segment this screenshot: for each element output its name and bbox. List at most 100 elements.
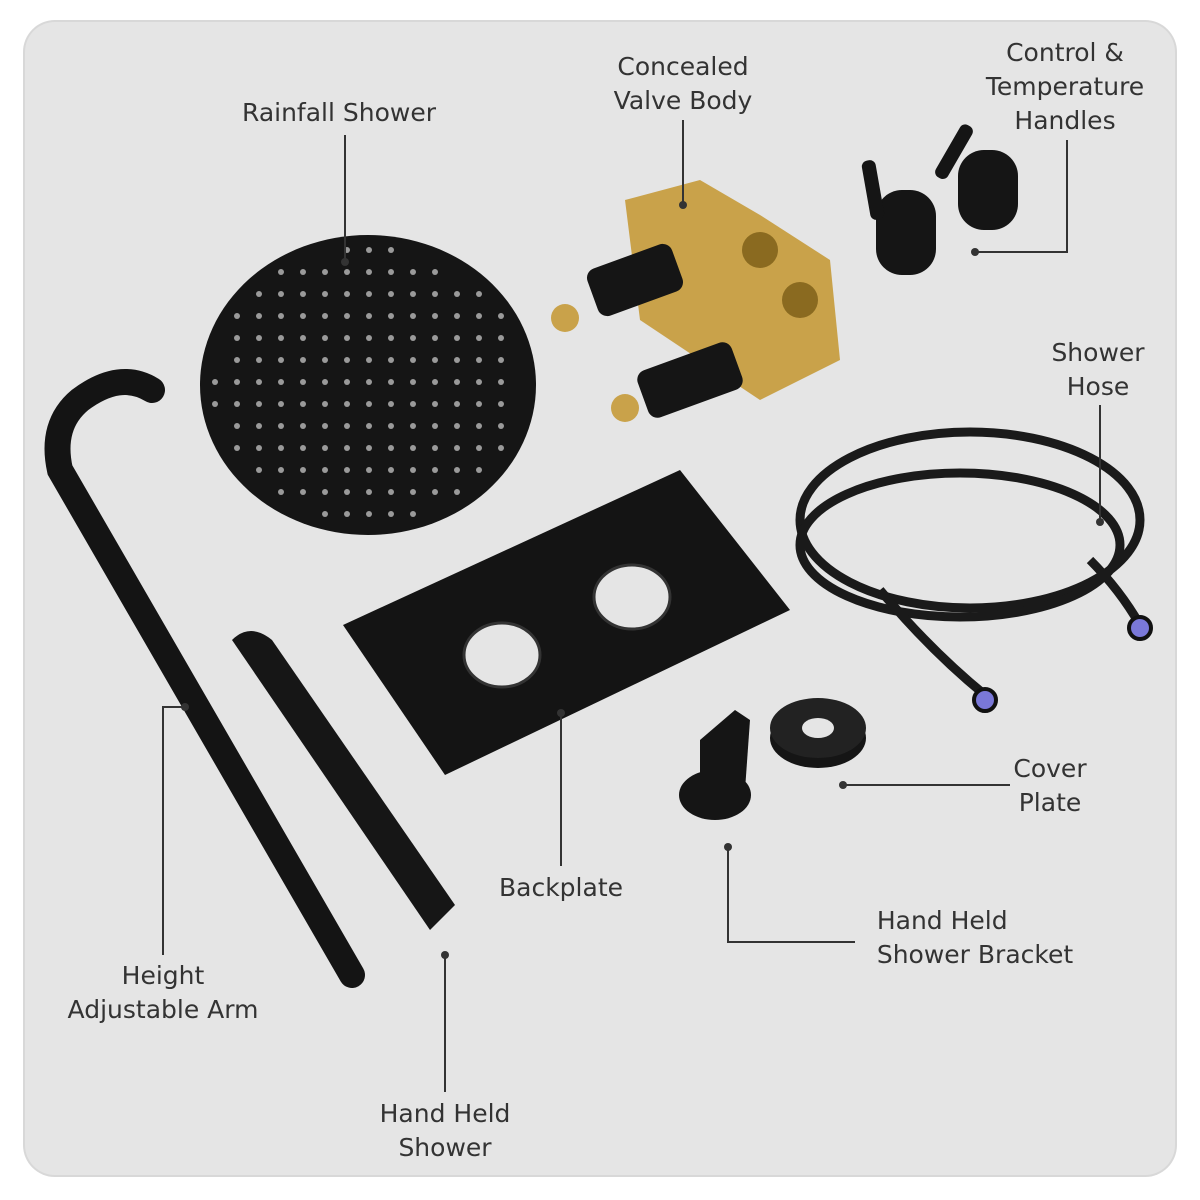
nozzle-dot: [366, 291, 372, 297]
nozzle-dot: [322, 401, 328, 407]
concealed-valve-body: [551, 180, 840, 422]
nozzle-dot: [410, 401, 416, 407]
nozzle-dot: [278, 335, 284, 341]
nozzle-dot: [366, 247, 372, 253]
nozzle-dot: [366, 401, 372, 407]
nozzle-dot: [454, 423, 460, 429]
nozzle-dot: [322, 423, 328, 429]
nozzle-dot: [388, 467, 394, 473]
shower-hose: [795, 427, 1153, 713]
nozzle-dot: [388, 269, 394, 275]
nozzle-dot: [278, 445, 284, 451]
nozzle-dot: [344, 379, 350, 385]
nozzle-dot: [498, 313, 504, 319]
nozzle-dot: [234, 379, 240, 385]
nozzle-dot: [278, 291, 284, 297]
nozzle-dot: [322, 269, 328, 275]
nozzle-dot: [498, 423, 504, 429]
nozzle-dot: [388, 335, 394, 341]
nozzle-dot: [278, 401, 284, 407]
nozzle-dot: [454, 445, 460, 451]
nozzle-dot: [366, 511, 372, 517]
nozzle-dot: [498, 335, 504, 341]
nozzle-dot: [366, 313, 372, 319]
nozzle-dot: [344, 511, 350, 517]
label-rainfall-shower: Rainfall Shower: [241, 98, 437, 127]
nozzle-dot: [300, 401, 306, 407]
nozzle-dot: [344, 489, 350, 495]
nozzle-dot: [300, 335, 306, 341]
nozzle-dot: [366, 269, 372, 275]
nozzle-dot: [498, 379, 504, 385]
nozzle-dot: [388, 357, 394, 363]
nozzle-dot: [454, 291, 460, 297]
nozzle-dot: [410, 445, 416, 451]
nozzle-dot: [278, 313, 284, 319]
nozzle-dot: [432, 423, 438, 429]
nozzle-dot: [410, 335, 416, 341]
nozzle-dot: [410, 357, 416, 363]
hand-held-shower: [232, 631, 455, 930]
nozzle-dot: [256, 313, 262, 319]
nozzle-dot: [432, 467, 438, 473]
nozzle-dot: [256, 357, 262, 363]
nozzle-dot: [388, 423, 394, 429]
nozzle-dot: [454, 467, 460, 473]
nozzle-dot: [388, 489, 394, 495]
nozzle-dot: [300, 269, 306, 275]
nozzle-dot: [454, 379, 460, 385]
nozzle-dot: [256, 445, 262, 451]
nozzle-dot: [432, 335, 438, 341]
nozzle-dot: [366, 357, 372, 363]
nozzle-dot: [212, 379, 218, 385]
nozzle-dot: [366, 489, 372, 495]
nozzle-dot: [344, 423, 350, 429]
nozzle-dot: [300, 445, 306, 451]
nozzle-dot: [454, 401, 460, 407]
nozzle-dot: [278, 379, 284, 385]
nozzle-dot: [234, 357, 240, 363]
nozzle-dot: [344, 313, 350, 319]
label-backplate: Backplate: [498, 873, 624, 902]
nozzle-dot: [476, 423, 482, 429]
nozzle-dot: [322, 511, 328, 517]
nozzle-dot: [300, 313, 306, 319]
height-adjustable-arm: [44, 369, 365, 988]
nozzle-dot: [256, 291, 262, 297]
nozzle-dot: [234, 335, 240, 341]
nozzle-dot: [432, 379, 438, 385]
nozzle-dot: [410, 511, 416, 517]
nozzle-dot: [278, 269, 284, 275]
nozzle-dot: [344, 467, 350, 473]
nozzle-dot: [344, 269, 350, 275]
nozzle-dot: [322, 357, 328, 363]
nozzle-dot: [388, 379, 394, 385]
nozzle-dot: [278, 489, 284, 495]
nozzle-dot: [278, 467, 284, 473]
nozzle-dot: [344, 401, 350, 407]
backplate-plate: [343, 470, 790, 775]
nozzle-dot: [476, 467, 482, 473]
nozzle-dot: [476, 291, 482, 297]
nozzle-dot: [322, 291, 328, 297]
nozzle-dot: [366, 423, 372, 429]
nozzle-dot: [300, 357, 306, 363]
nozzle-dot: [278, 423, 284, 429]
nozzle-dot: [388, 401, 394, 407]
nozzle-dot: [366, 335, 372, 341]
nozzle-dot: [322, 489, 328, 495]
nozzle-dot: [256, 379, 262, 385]
nozzle-dot: [410, 423, 416, 429]
nozzle-dot: [410, 313, 416, 319]
nozzle-dot: [388, 511, 394, 517]
nozzle-dot: [300, 291, 306, 297]
nozzle-dot: [234, 445, 240, 451]
nozzle-dot: [322, 467, 328, 473]
leader-dots: [181, 201, 1104, 959]
nozzle-dot: [366, 467, 372, 473]
nozzle-dot: [256, 423, 262, 429]
nozzle-dot: [476, 313, 482, 319]
